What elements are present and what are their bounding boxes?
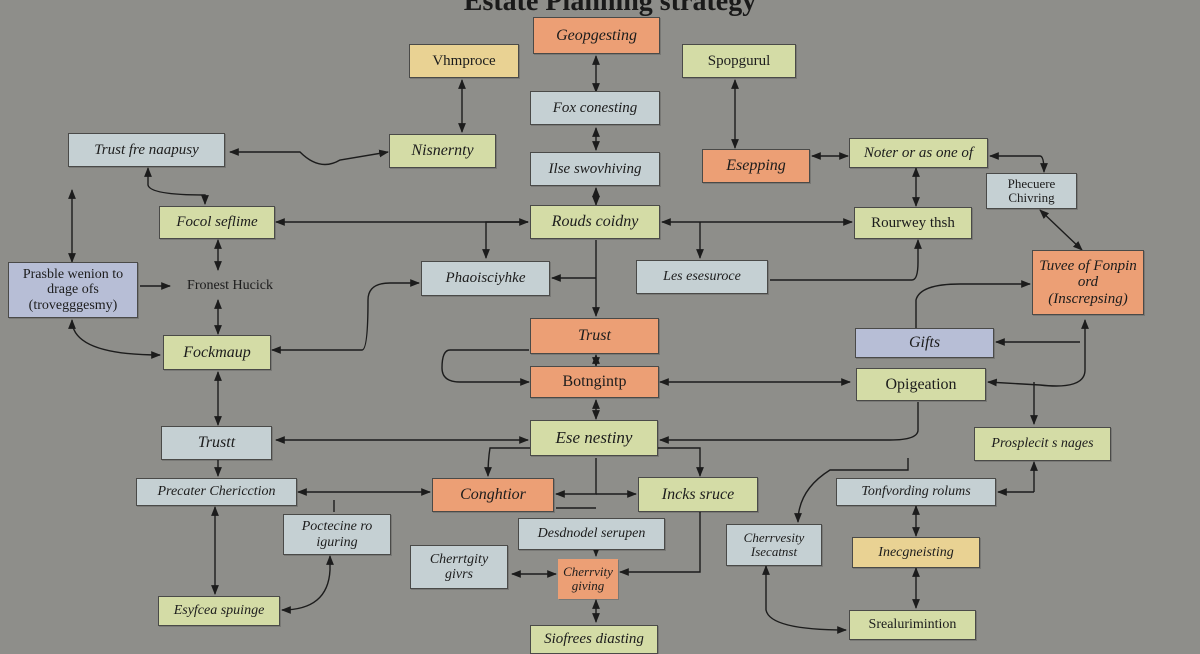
- node-fockmaup[interactable]: Fockmaup: [163, 335, 271, 370]
- node-srealurimintion[interactable]: Srealurimintion: [849, 610, 976, 640]
- node-inecgneisting[interactable]: Inecgneisting: [852, 537, 980, 568]
- node-botngintp[interactable]: Botngintp: [530, 366, 659, 398]
- node-siofrees-diasting[interactable]: Siofrees diasting: [530, 625, 658, 654]
- node-cherrtgity-givrs[interactable]: Cherrtgity givrs: [410, 545, 508, 589]
- node-tuvee-of-fonpin-ord[interactable]: Tuvee of Fonpin ord (Inscrepsing): [1032, 250, 1144, 315]
- node-fox-conesting[interactable]: Fox conesting: [530, 91, 660, 125]
- node-desdnodel-serupen[interactable]: Desdnodel serupen: [518, 518, 665, 550]
- node-precater-chericction[interactable]: Precater Chericction: [136, 478, 297, 506]
- node-phecuere-chivring[interactable]: Phecuere Chivring: [986, 173, 1077, 209]
- node-trustt[interactable]: Trustt: [161, 426, 272, 460]
- node-rourwey-thsh[interactable]: Rourwey thsh: [854, 207, 972, 239]
- node-cherrvesity-isecatnst[interactable]: Cherrvesity Isecatnst: [726, 524, 822, 566]
- node-incks-sruce[interactable]: Incks sruce: [638, 477, 758, 512]
- node-cherrvity-giving[interactable]: Cherrvity giving: [558, 559, 618, 599]
- node-les-esesuroce[interactable]: Les esesuroce: [636, 260, 768, 294]
- node-tonfvording-rolums[interactable]: Tonfvording rolums: [836, 478, 996, 506]
- node-spopgurul[interactable]: Spopgurul: [682, 44, 796, 78]
- node-esyfcea-spuinge[interactable]: Esyfcea spuinge: [158, 596, 280, 626]
- node-ilse-swovhiving[interactable]: Ilse swovhiving: [530, 152, 660, 186]
- diagram-title: Estate Planning strategy: [463, 0, 757, 17]
- node-noter-or-as-one-of[interactable]: Noter or as one of: [849, 138, 988, 168]
- node-trust-fre-naapusy[interactable]: Trust fre naapusy: [68, 133, 225, 167]
- label-fronest-hucick: Fronest Hucick: [187, 278, 273, 294]
- node-poctecine-ro-iguring[interactable]: Poctecine ro iguring: [283, 514, 391, 555]
- node-conghtior[interactable]: Conghtior: [432, 478, 554, 512]
- node-gifts[interactable]: Gifts: [855, 328, 994, 358]
- node-vhmproce[interactable]: Vhmproce: [409, 44, 519, 78]
- node-prasble-wenion[interactable]: Prasble wenion to drage ofs (trovegggesm…: [8, 262, 138, 318]
- node-ese-nestiny[interactable]: Ese nestiny: [530, 420, 658, 456]
- node-prosplecit-s-nages[interactable]: Prosplecit s nages: [974, 427, 1111, 461]
- node-geopgesting[interactable]: Geopgesting: [533, 17, 660, 54]
- node-opigeation[interactable]: Opigeation: [856, 368, 986, 401]
- node-focol-seflime[interactable]: Focol seflime: [159, 206, 275, 239]
- node-phaoisciyhke[interactable]: Phaoisciyhke: [421, 261, 550, 296]
- node-trust[interactable]: Trust: [530, 318, 659, 354]
- node-rouds-coidny[interactable]: Rouds coidny: [530, 205, 660, 239]
- node-esepping[interactable]: Esepping: [702, 149, 810, 183]
- node-nisnernty[interactable]: Nisnernty: [389, 134, 496, 168]
